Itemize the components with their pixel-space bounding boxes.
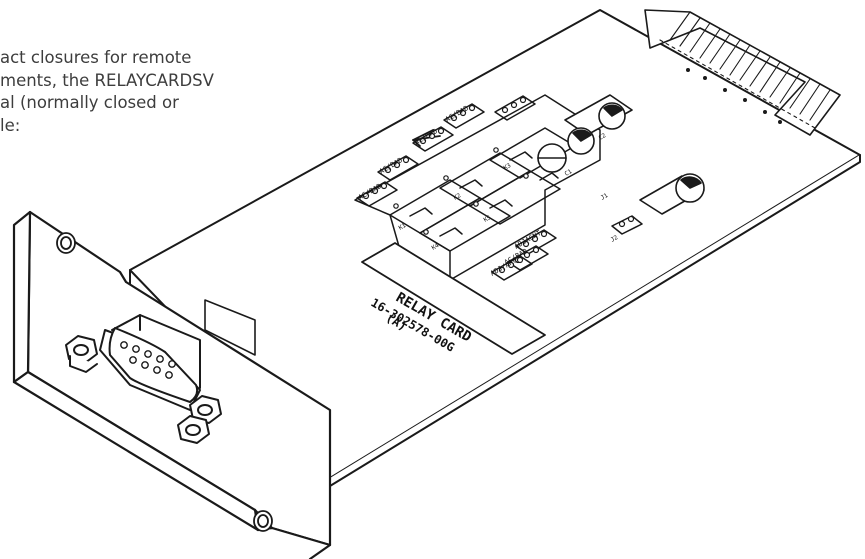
component-ref: C1 [564, 168, 574, 178]
relay-grid [354, 94, 643, 281]
hex-standoff [65, 335, 222, 444]
component-ref: J2 [610, 234, 620, 244]
component-ref: K5 [483, 214, 493, 224]
intro-line: act closures for remote [0, 48, 192, 67]
edge-connector [644, 9, 841, 136]
component-ref: K3 [503, 162, 513, 172]
label-area [361, 242, 546, 355]
intro-line: al (normally closed or [0, 93, 179, 112]
component-ref: K1 [398, 222, 408, 232]
intro-line: ments, the RELAYCARDSV [0, 70, 214, 90]
component-ref: C2 [598, 132, 608, 142]
mounting-hole [56, 232, 273, 532]
intro-text: act closures for remote ments, the RELAY… [0, 47, 270, 137]
terminal-pads [362, 96, 635, 274]
component-ref: K4 [431, 242, 441, 252]
component-ref: K2 [453, 192, 463, 202]
component-ref: J1 [600, 192, 610, 202]
capacitors [537, 94, 705, 215]
direction-arrow [412, 129, 441, 147]
db9-connector [99, 314, 201, 411]
intro-line: le: [0, 115, 21, 135]
